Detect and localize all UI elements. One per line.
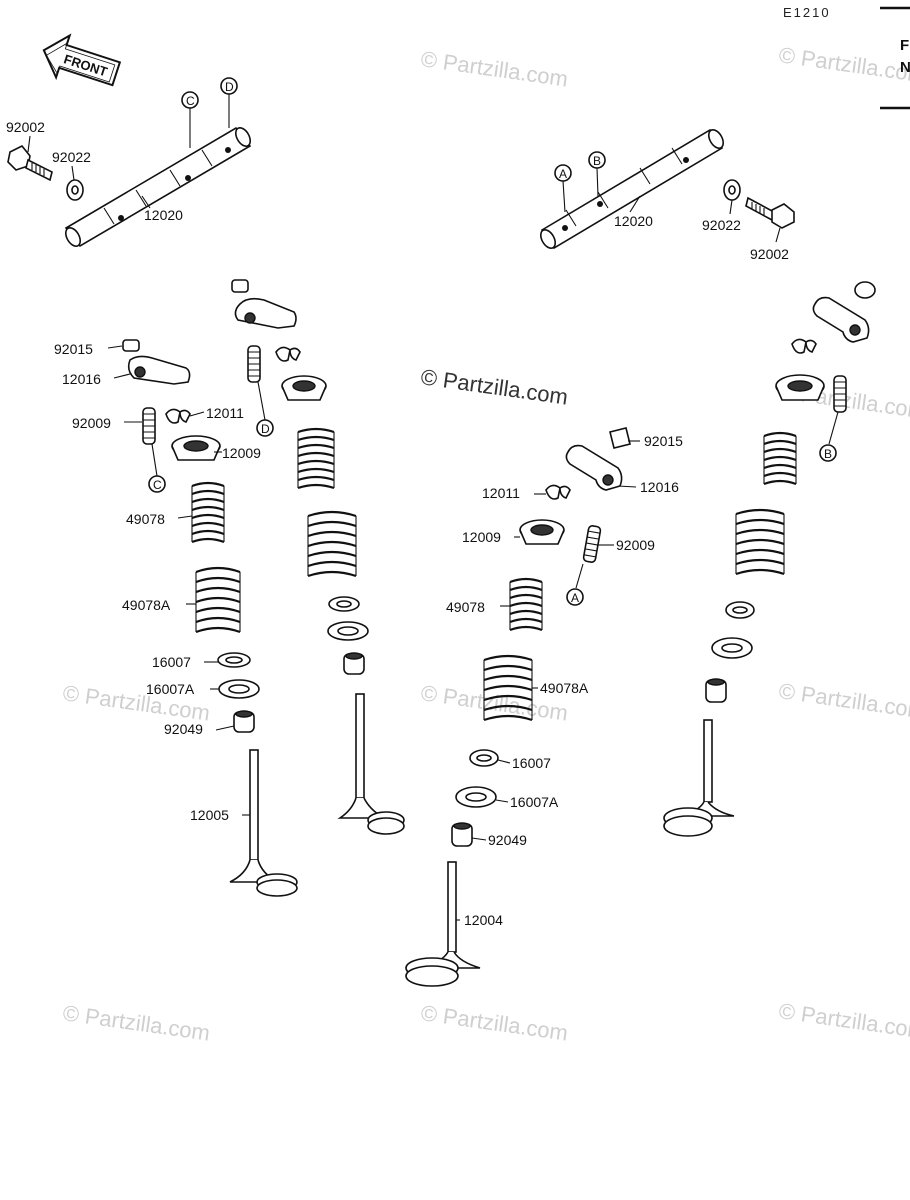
- left-adjust-screw-rear: [247, 345, 261, 383]
- watermark: © Partzilla.com: [61, 1000, 211, 1045]
- svg-text:B: B: [593, 154, 601, 168]
- svg-text:B: B: [824, 447, 832, 461]
- left-valve-rear: [337, 693, 405, 835]
- left-spring-inner-rear: [297, 427, 335, 490]
- left-cotter-front: [165, 408, 191, 424]
- label-right-seat-outer: 16007A: [510, 794, 559, 810]
- right-spring-outer-front: [483, 654, 533, 722]
- svg-text:D: D: [225, 80, 234, 94]
- callout-d-top: D: [220, 77, 238, 128]
- left-spring-outer-rear: [307, 510, 357, 578]
- label-left-seat-outer: 16007A: [146, 681, 195, 697]
- right-retainer-rear: [775, 374, 825, 401]
- label-left-seat-inner: 16007: [152, 654, 191, 670]
- watermark: © Partzilla.com: [419, 1000, 569, 1045]
- front-arrow-icon: FRONT: [42, 33, 122, 87]
- svg-text:A: A: [559, 167, 567, 181]
- label-left-nut: 92015: [54, 341, 93, 357]
- left-valve-12005: [229, 749, 298, 897]
- label-right-cotter: 12011: [482, 485, 520, 501]
- right-adjust-screw-front: [582, 525, 602, 563]
- label-left-adjust-screw: 92009: [72, 415, 111, 431]
- left-rocker-arm-rear: [231, 279, 297, 329]
- right-adjust-screw-rear: [833, 375, 847, 413]
- label-right-nut: 92015: [644, 433, 683, 449]
- right-spring-inner-rear: [763, 431, 797, 486]
- svg-text:D: D: [261, 422, 270, 436]
- watermark-center: © Partzilla.com: [419, 364, 569, 409]
- right-spring-inner-front: [509, 577, 543, 632]
- left-retainer-front: [171, 435, 221, 461]
- right-rocker-shaft: [539, 128, 725, 250]
- label-right-rocker-arm: 12016: [640, 479, 679, 495]
- label-left-spring-outer: 49078A: [122, 597, 171, 613]
- label-right-adjust-screw: 92009: [616, 537, 655, 553]
- corner-header-line2: N: [900, 59, 910, 76]
- right-cotter-front: [545, 484, 571, 500]
- part-labels: 92002 92022 12020 92015 12016 92009 1201…: [6, 119, 789, 928]
- left-retainer-rear: [281, 375, 327, 401]
- callout-c-top: C: [181, 91, 199, 148]
- label-right-valve: 12004: [464, 912, 503, 928]
- right-valve-12004: [405, 861, 481, 987]
- left-valve-seal: [233, 710, 255, 733]
- label-right-retainer: 12009: [462, 529, 501, 545]
- right-valve-seal-rear: [705, 678, 727, 703]
- right-spring-outer-rear: [735, 508, 785, 576]
- right-cotter-rear: [791, 338, 817, 354]
- left-rocker-shaft: [64, 126, 252, 248]
- label-right-seat-inner: 16007: [512, 755, 551, 771]
- label-left-washer: 92022: [52, 149, 91, 165]
- svg-text:C: C: [186, 94, 195, 108]
- right-valve-seal: [451, 822, 473, 847]
- svg-text:A: A: [571, 591, 579, 605]
- label-left-spring-inner: 49078: [126, 511, 165, 527]
- label-left-cotter: 12011: [206, 405, 244, 421]
- leader-lines: [27, 135, 781, 921]
- left-spring-outer-front: [195, 566, 241, 634]
- callout-a-lower: A: [566, 563, 584, 606]
- left-rocker-arm-front: [122, 339, 191, 385]
- label-left-shaft: 12020: [144, 207, 183, 223]
- watermark: © Partzilla.com: [777, 998, 910, 1043]
- diagram-code: E1210: [783, 5, 831, 20]
- left-cotter-rear: [275, 346, 301, 362]
- right-valve-rear: [663, 719, 735, 837]
- right-retainer-front: [519, 519, 565, 545]
- label-right-spring-outer: 49078A: [540, 680, 589, 696]
- left-adjust-screw-front: [142, 407, 156, 445]
- watermark: © Partzilla.com: [777, 678, 910, 723]
- label-right-bolt: 92002: [750, 246, 789, 262]
- label-right-shaft: 12020: [614, 213, 653, 229]
- corner-header-line1: F: [900, 37, 909, 54]
- label-left-rocker-arm: 12016: [62, 371, 101, 387]
- callout-c-lower: C: [148, 443, 166, 493]
- left-bolt: [7, 144, 53, 182]
- callout-b-lower: B: [819, 411, 839, 462]
- right-bolt: [745, 196, 795, 229]
- watermark: © Partzilla.com: [419, 46, 569, 91]
- callout-a-top: A: [554, 164, 572, 213]
- left-spring-inner-front: [191, 481, 225, 544]
- callout-d-lower: D: [256, 381, 274, 437]
- label-left-retainer: 12009: [222, 445, 261, 461]
- watermark: © Partzilla.com: [777, 42, 910, 87]
- label-left-bolt: 92002: [6, 119, 45, 135]
- right-rocker-arm-front: [565, 427, 631, 491]
- svg-text:C: C: [153, 478, 162, 492]
- label-left-seal: 92049: [164, 721, 203, 737]
- label-right-spring-inner: 49078: [446, 599, 485, 615]
- left-valve-seal-rear: [343, 652, 365, 675]
- callout-b-top: B: [588, 151, 606, 197]
- label-left-valve: 12005: [190, 807, 229, 823]
- label-right-washer: 92022: [702, 217, 741, 233]
- label-right-seal: 92049: [488, 832, 527, 848]
- right-rocker-arm-rear: [812, 281, 876, 343]
